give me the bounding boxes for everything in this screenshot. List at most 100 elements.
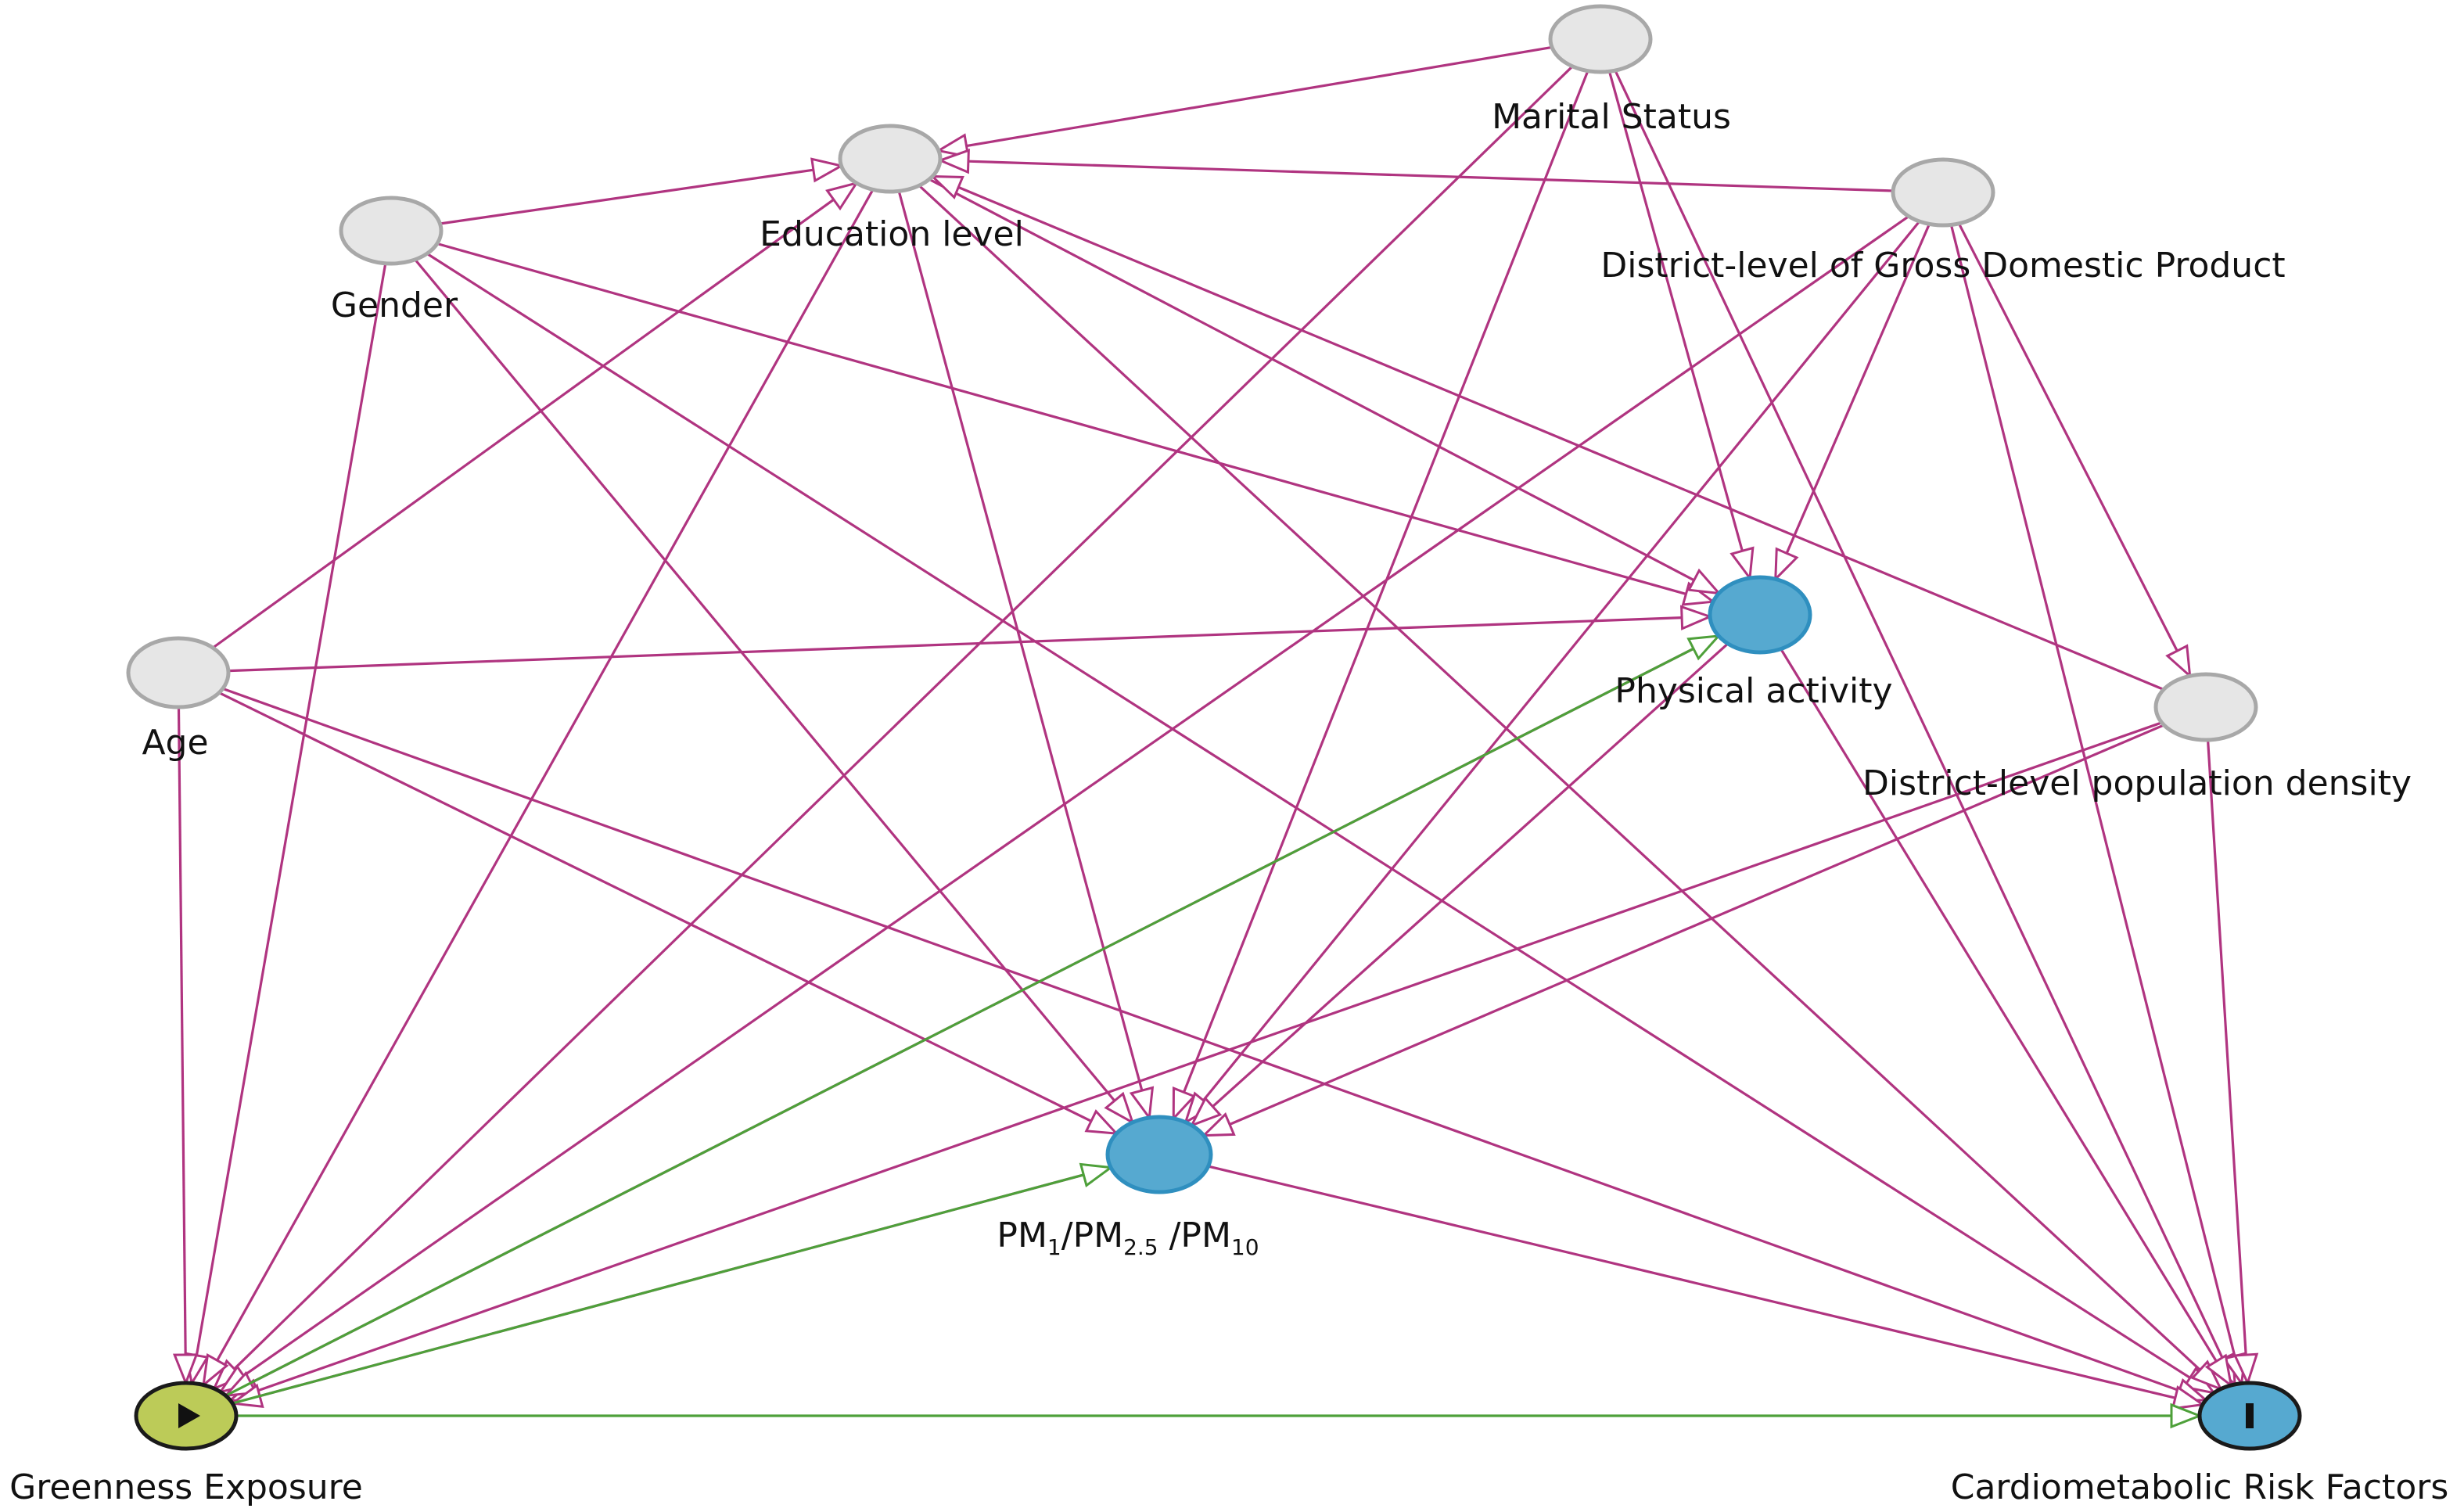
edge-line (233, 65, 1574, 1370)
popdens-ellipse (2153, 672, 2258, 742)
node-education (838, 124, 943, 194)
edge-greenness-to-cardio (236, 1402, 2204, 1429)
arrowhead (935, 133, 970, 159)
edge-age-to-pm (218, 691, 1120, 1135)
edge-greenness-to-pa (224, 634, 1722, 1397)
edge-line (957, 185, 2164, 691)
edge-line (968, 160, 1894, 192)
label-marital: Marital Status (1492, 97, 1731, 137)
marital-ellipse (1548, 4, 1653, 74)
edge-gdp-to-popdens (1957, 223, 2192, 679)
edge-line (218, 691, 1092, 1122)
edge-popdens-to-cardio (2206, 739, 2259, 1387)
pa-ellipse (1708, 575, 1812, 655)
arrowhead (1729, 546, 1755, 581)
edge-education-to-greenness (202, 189, 875, 1388)
gender-ellipse (339, 196, 444, 266)
label-education: Education level (760, 214, 1024, 254)
arrowhead (2190, 1359, 2223, 1392)
label-pa: Physical activity (1615, 671, 1892, 711)
edge-line (966, 45, 1553, 148)
arrowhead (2165, 644, 2192, 679)
node-pa (1708, 575, 1812, 655)
edge-line (1208, 1165, 2176, 1399)
arrowhead (1172, 1086, 1197, 1122)
arrowhead (1189, 1096, 1223, 1128)
edge-line (1957, 223, 2178, 652)
arrowhead (202, 1352, 229, 1388)
edge-line (2206, 739, 2247, 1356)
label-greenness: Greenness Exposure (9, 1467, 363, 1507)
edge-education-to-cardio (918, 185, 2223, 1392)
arrowhead (2232, 1352, 2259, 1387)
node-gender (339, 196, 444, 266)
edge-line (440, 168, 814, 225)
edge-line (1614, 70, 2225, 1359)
edge-greenness-to-pm (232, 1162, 1115, 1405)
edge-line (1780, 648, 2218, 1363)
label-age: Age (142, 723, 208, 763)
label-popdens: District-level population density (1862, 763, 2412, 803)
bar-icon (2246, 1403, 2254, 1428)
edge-line (897, 190, 1144, 1091)
gdp-ellipse (1891, 157, 1995, 228)
edge-line (256, 721, 2163, 1392)
edge-line (1229, 724, 2165, 1126)
edge-pm-to-cardio (1208, 1165, 2206, 1410)
arrowhead (810, 157, 845, 183)
age-ellipse (126, 636, 231, 709)
edge-age-to-education (212, 181, 860, 649)
arrowhead (1079, 1162, 1115, 1187)
edge-line (216, 189, 875, 1361)
edge-line (928, 178, 1695, 582)
edge-line (224, 647, 1694, 1397)
arrowhead (1686, 634, 1722, 661)
label-gdp: District-level of Gross Domestic Product (1600, 246, 2285, 286)
arrowhead (172, 1353, 199, 1387)
edge-popdens-to-education (929, 174, 2164, 691)
arrowhead (929, 174, 964, 199)
edge-popdens-to-pm (1201, 724, 2165, 1137)
edge-line (195, 263, 387, 1356)
edge-line (242, 215, 1910, 1377)
edges-layer (172, 45, 2259, 1429)
arrowhead (2171, 1385, 2206, 1410)
label-cardio: Cardiometabolic Risk Factors (1951, 1467, 2449, 1507)
label-pm: PM1/PM2.5 /PM10 (997, 1216, 1259, 1260)
label-gender: Gender (331, 286, 458, 325)
nodes-layer (126, 4, 2302, 1451)
edge-line (232, 1173, 1084, 1405)
node-age (126, 636, 231, 709)
edge-line (436, 242, 1686, 595)
arrowhead (2170, 1402, 2204, 1429)
node-greenness (134, 1381, 239, 1451)
edge-gdp-to-pa (1774, 223, 1931, 583)
node-pm (1105, 1115, 1213, 1194)
edge-gdp-to-education (936, 149, 1894, 192)
edge-age-to-pa (228, 605, 1714, 673)
edge-line (918, 185, 2201, 1371)
edge-gender-to-pm (414, 258, 1135, 1126)
edge-line (1949, 224, 2236, 1357)
edge-line (177, 706, 187, 1356)
node-marital (1548, 4, 1653, 74)
play-icon (178, 1403, 200, 1428)
edge-line (222, 687, 2180, 1392)
arrowhead (2204, 1353, 2233, 1388)
arrowhead (1084, 1109, 1120, 1135)
education-ellipse (838, 124, 943, 194)
edge-line (426, 252, 2191, 1379)
node-gdp (1891, 157, 1995, 228)
arrowhead (825, 181, 860, 211)
arrowhead (1686, 568, 1722, 595)
edge-line (414, 258, 1116, 1102)
edge-education-to-pm (897, 190, 1155, 1121)
edge-gender-to-greenness (184, 263, 387, 1387)
edge-line (228, 616, 1683, 673)
edge-marital-to-pa (1607, 70, 1755, 581)
pm-ellipse (1105, 1115, 1213, 1194)
edge-line (1202, 221, 1921, 1101)
arrowhead (1201, 1112, 1236, 1137)
